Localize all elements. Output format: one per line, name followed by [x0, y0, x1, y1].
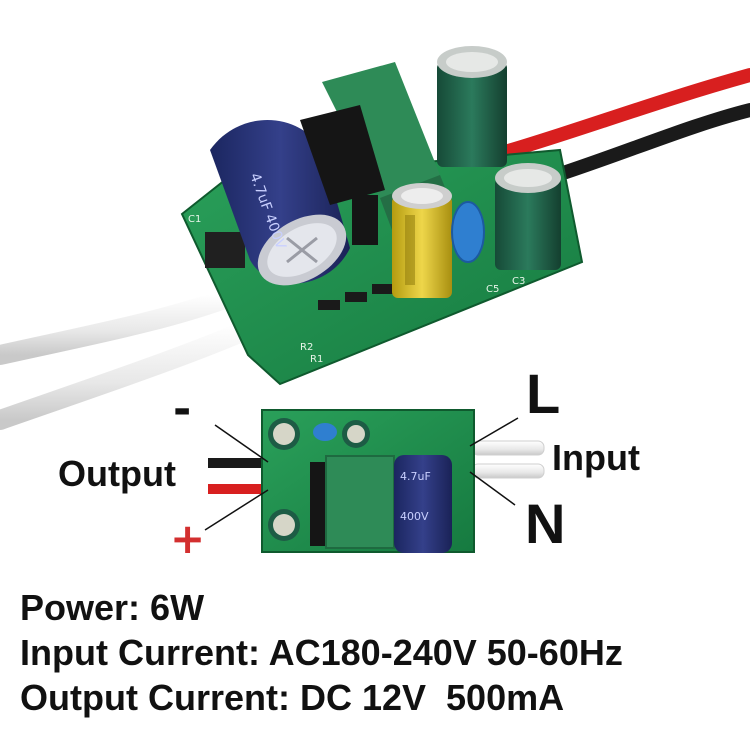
bottom-capacitor-top-middle — [342, 420, 370, 448]
output-label: Output — [58, 453, 176, 494]
spec-power: Power: 6W — [20, 585, 740, 630]
bottom-blue-ceramic — [313, 423, 337, 441]
plus-sign: + — [170, 514, 206, 563]
top-silkscreen: C1 R2 R1 C5 C3 — [188, 214, 525, 365]
input-label: Input — [552, 437, 640, 478]
svg-text:C3: C3 — [512, 276, 525, 287]
specs-block: Power: 6W Input Current: AC180-240V 50-6… — [20, 585, 740, 720]
smd-chip-1 — [318, 300, 340, 310]
N-label: N — [525, 492, 566, 555]
spec-output-value: DC 12V 500mA — [299, 677, 565, 718]
spec-power-value: 6W — [150, 587, 205, 628]
mosfet — [205, 232, 245, 268]
spec-output-label: Output Current: — [20, 677, 290, 718]
white-wire-1 — [0, 285, 245, 365]
L-label: L — [526, 362, 561, 425]
smd-chip-2 — [345, 292, 367, 302]
spec-output: Output Current: DC 12V 500mA — [20, 675, 740, 720]
pointer-L — [469, 417, 519, 447]
svg-text:R1: R1 — [310, 354, 323, 365]
svg-text:R2: R2 — [300, 342, 313, 353]
spec-input-value: AC180-240V 50-60Hz — [268, 632, 623, 673]
input-white-wire-1 — [471, 440, 545, 456]
svg-text:C1: C1 — [188, 214, 201, 225]
input-white-wire-2 — [471, 463, 545, 479]
pointer-minus — [214, 424, 269, 463]
spec-input: Input Current: AC180-240V 50-60Hz — [20, 630, 740, 675]
green-capacitor-top — [437, 46, 507, 167]
spec-input-label: Input Current: — [20, 632, 260, 673]
svg-text:C5: C5 — [486, 284, 499, 295]
pointer-plus — [204, 489, 269, 531]
spec-power-label: Power: — [20, 587, 141, 628]
bottom-green-capacitor-top-left — [268, 418, 300, 450]
svg-text:4.7uF: 4.7uF — [400, 470, 431, 483]
bottom-transformer — [325, 455, 395, 549]
svg-text:400V: 400V — [400, 510, 429, 523]
red-wire — [498, 68, 750, 159]
green-capacitor-right — [495, 163, 561, 270]
pointer-N — [469, 471, 516, 506]
smd-chip-3 — [372, 284, 394, 294]
blue-ceramic-capacitor — [451, 201, 485, 263]
bottom-green-capacitor-bottom-left — [268, 509, 300, 541]
black-wire — [541, 103, 750, 185]
bottom-blue-capacitor: 4.7uF 400V — [394, 455, 452, 553]
white-wire-2 — [0, 315, 268, 430]
yellow-capacitor — [392, 183, 452, 298]
output-red-wire — [208, 484, 270, 494]
output-black-wire — [208, 458, 270, 468]
minus-sign: - — [173, 384, 192, 435]
